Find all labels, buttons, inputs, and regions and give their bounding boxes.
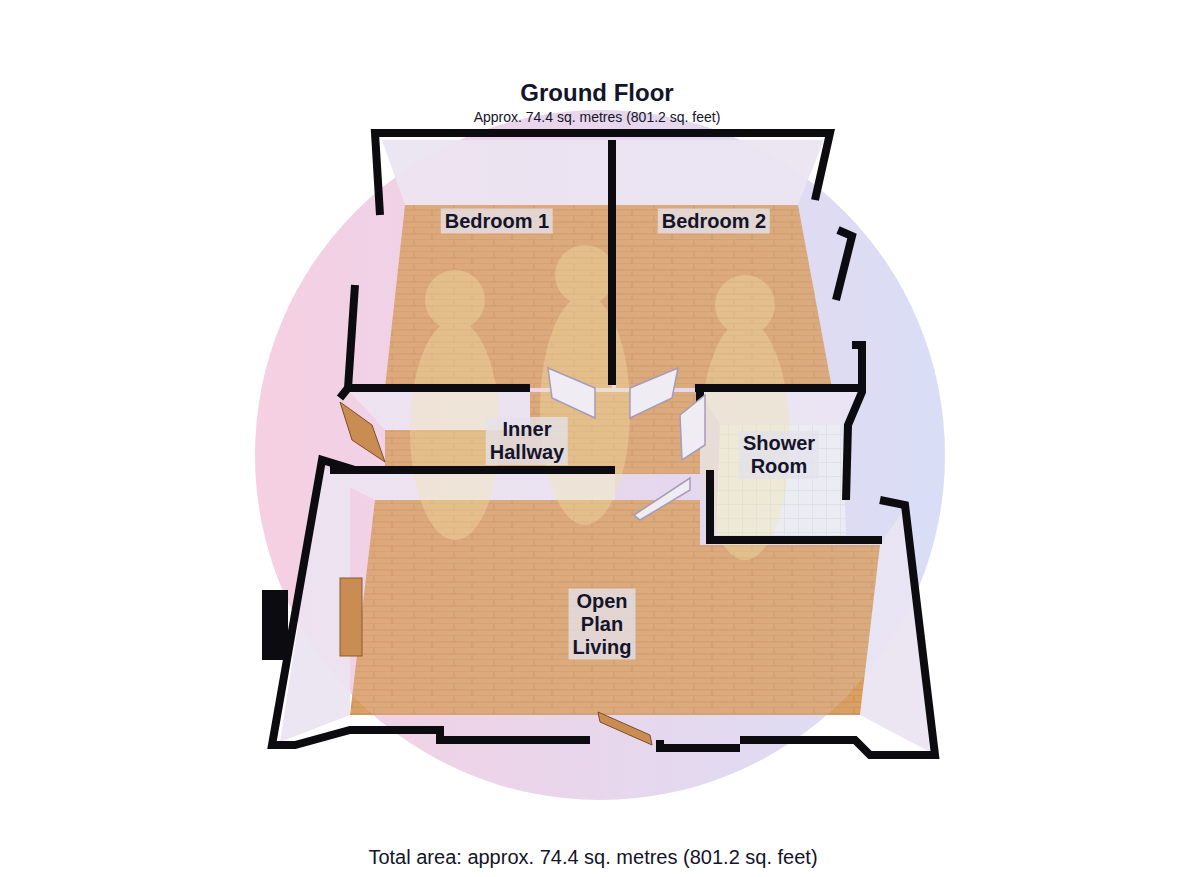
watermark-figures: [410, 245, 790, 560]
room-name: Open Plan Living: [573, 590, 632, 659]
room-label: Inner Hallway: [486, 417, 568, 465]
plan-title: Ground Floor: [520, 79, 673, 107]
caption: Total area: approx. 74.4 sq. metres (801…: [368, 846, 817, 869]
room-name: Bedroom 1: [445, 210, 549, 233]
wood-doors: [340, 402, 652, 745]
room-name: Shower Room: [743, 432, 815, 478]
doors: [548, 368, 705, 520]
room-label: Bedroom 2: [658, 209, 770, 234]
watermark-circle: [255, 110, 945, 800]
walls: [272, 133, 935, 755]
room-name: Bedroom 2: [662, 210, 766, 233]
fireplace: [340, 578, 362, 656]
room-label: Shower Room: [739, 431, 819, 479]
room-name: Inner Hallway: [490, 418, 564, 464]
room-label: Bedroom 1: [441, 209, 553, 234]
chimney: [262, 590, 288, 660]
room-label: Open Plan Living: [569, 589, 636, 660]
watermark-tint: [255, 110, 945, 800]
area-note: Approx. 74.4 sq. metres (801.2 sq. feet): [474, 109, 721, 125]
